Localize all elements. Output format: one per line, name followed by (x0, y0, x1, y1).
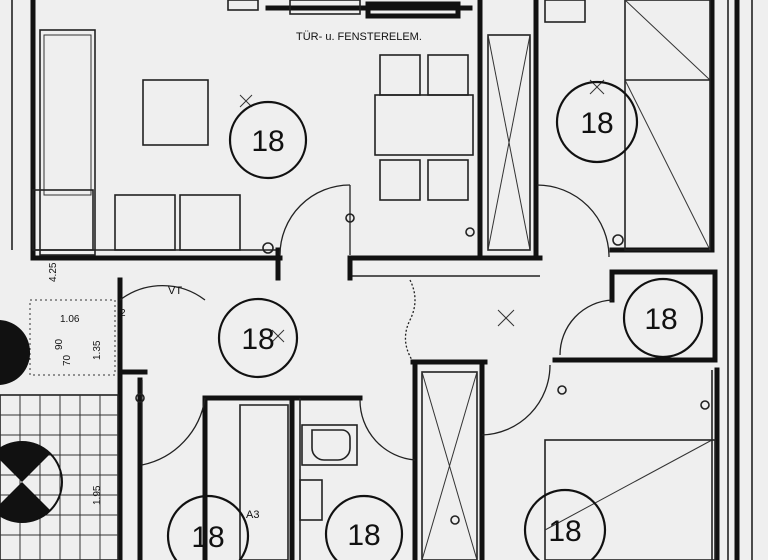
cross-markers (135, 79, 710, 525)
room-markers: 18 18 18 18 18 18 18 (166, 80, 704, 560)
room-number: 18 (251, 125, 284, 158)
dimension-label: 70 (62, 354, 73, 366)
column-symbols (0, 320, 63, 523)
dimension-label: 4.25 (48, 262, 59, 282)
dimension-label: 1.95 (92, 485, 103, 505)
room-marker: 18 (228, 100, 308, 180)
tile-grid (0, 394, 119, 560)
furniture (0, 0, 716, 560)
room-number: 18 (644, 303, 677, 336)
room-number: 18 (347, 519, 380, 552)
room-number: 18 (191, 521, 224, 554)
a3-label: A3 (246, 509, 259, 521)
door-swings (119, 184, 613, 466)
room-marker: 18 (166, 494, 250, 560)
room-number: 18 (580, 107, 613, 140)
plan-labels: TÜR- u. FENSTERELEM. VT A3 1.06 4.25 1.3… (48, 31, 422, 521)
room-marker: 18 (555, 80, 639, 164)
window-element-label: TÜR- u. FENSTERELEM. (296, 31, 422, 43)
room-marker: 18 (217, 297, 299, 379)
room-marker: 18 (324, 494, 404, 560)
vt-label: VT (168, 285, 182, 297)
room-number: 18 (548, 515, 581, 548)
dimension-label: 1.06 (60, 314, 80, 325)
room-number: 18 (241, 323, 274, 356)
dimension-label: 90 (54, 338, 65, 350)
dimension-label: 2 (120, 308, 126, 319)
room-marker: 18 (622, 277, 704, 359)
room-marker: 18 (523, 488, 607, 560)
dimension-label: 1.35 (92, 340, 103, 360)
